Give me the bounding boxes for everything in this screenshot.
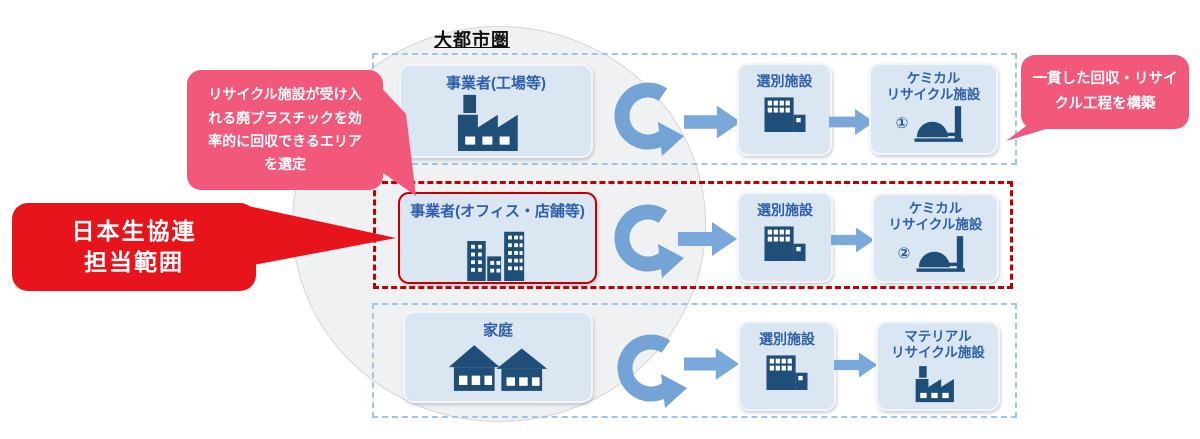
houses-icon [448, 345, 548, 392]
chemical-recycling-label: ケミカル リサイクル施設 [888, 201, 983, 233]
sorting-facility-icon [763, 97, 806, 133]
flow-arrow-icon [678, 222, 737, 256]
coop-scope-callout: 日本生協連 担当範囲 [12, 203, 256, 291]
source-box-factories: 事業者(工場等) [399, 64, 593, 158]
chemical-plant-icon [914, 106, 964, 142]
sorting-facility-label: 選別施設 [759, 331, 815, 347]
process-callout: 一貫した回収・リサイ クル工程を構築 [1021, 55, 1189, 129]
chemical-plant-icon [916, 236, 966, 272]
material-factory-icon [915, 366, 954, 403]
flow-arrow-icon [684, 105, 742, 139]
recycle-arrow-icon [617, 334, 687, 408]
source-box-households-label: 家庭 [482, 322, 513, 339]
material-recycling-box: マテリアル リサイクル施設 [876, 321, 1000, 411]
flow-arrow-icon [834, 352, 878, 378]
diagram-title: 大都市圏 [434, 30, 510, 50]
sorting-facility-label: 選別施設 [757, 202, 813, 218]
sorting-facility-icon [766, 355, 808, 391]
flow-arrow-icon [829, 108, 875, 136]
sorting-facility-label: 選別施設 [756, 73, 813, 89]
area-callout-tail [376, 82, 416, 196]
area-selection-callout: リサイクル施設が受け入 れる廃プラスチックを効 率的に回収できるエリア を選定 [187, 70, 383, 190]
material-recycling-label: マテリアル リサイクル施設 [891, 329, 985, 361]
sorting-facility-box-row2: 選別施設 [737, 192, 833, 283]
scope-callout-pointer [248, 206, 396, 266]
source-box-factories-label: 事業者(工場等) [446, 75, 546, 92]
sorting-facility-box-row1: 選別施設 [737, 63, 832, 156]
source-box-offices-label: 事業者(オフィス・店舗等) [410, 203, 585, 220]
row3-outline [372, 303, 1017, 418]
flow-arrow-icon [831, 227, 875, 253]
chemical-recycling-box-2: ケミカル リサイクル施設 ② [872, 193, 999, 283]
facility-number-badge: ② [897, 244, 911, 262]
source-box-offices: 事業者(オフィス・店舗等) [398, 192, 597, 284]
sorting-facility-icon [764, 226, 806, 262]
sorting-facility-box-row3: 選別施設 [738, 321, 836, 411]
chemical-recycling-box-1: ケミカル リサイクル施設 ① [869, 63, 998, 155]
chemical-recycling-label: ケミカル リサイクル施設 [886, 71, 981, 103]
recycle-arrow-icon [614, 82, 684, 156]
factory-icon [457, 95, 518, 152]
facility-number-badge: ① [895, 114, 909, 132]
source-box-households: 家庭 [403, 311, 593, 403]
recycle-arrow-icon [614, 204, 684, 278]
flow-arrow-icon [684, 348, 740, 380]
office-buildings-icon [466, 232, 524, 282]
